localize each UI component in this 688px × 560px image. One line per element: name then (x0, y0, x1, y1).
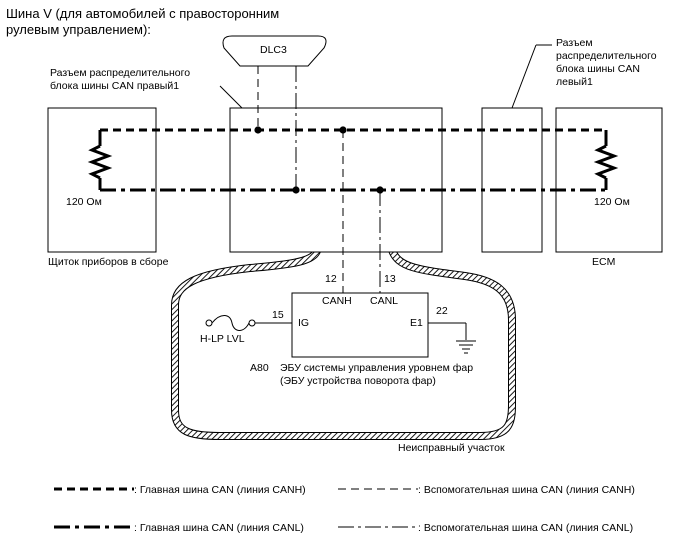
splice-point-ecu-canl (376, 186, 384, 194)
ground-icon (456, 340, 476, 354)
canl-pin-label: CANL (370, 295, 398, 307)
ecm-label: ECM (592, 256, 615, 268)
ecu-box (291, 292, 429, 358)
ecu-name-line1: ЭБУ системы управления уровнем фар (280, 362, 473, 374)
e1-pin-label: E1 (410, 317, 423, 329)
resistor-left-label: 120 Ом (66, 196, 102, 208)
splice-point-ecu-canh (339, 126, 347, 134)
legend-main-canl-label: : Главная шина CAN (линия CANL) (134, 522, 304, 534)
junction-connector-left-box (481, 107, 543, 253)
junction-left-label-3: блока шины CAN (556, 63, 640, 75)
ecm-box (555, 107, 663, 253)
pin-15-label: 15 (272, 309, 284, 321)
diagram-title-line1: Шина V (для автомобилей с правосторонним (6, 6, 279, 21)
junction-left-label-2: распределительного (556, 50, 657, 62)
ig-pin-label: IG (298, 317, 309, 329)
meter-label: Щиток приборов в сборе (48, 256, 169, 268)
faulty-area-label: Неисправный участок (398, 442, 505, 454)
junction-connector-right-box (229, 107, 443, 253)
a80-label: A80 (250, 362, 269, 374)
canh-pin-label: CANH (322, 295, 352, 307)
fuse-symbol (205, 315, 256, 331)
hlp-lvl-label: H-LP LVL (200, 333, 245, 345)
junction-left-label-4: левый1 (556, 76, 593, 88)
legend: : Главная шина CAN (линия CANH) : Вспомо… (54, 484, 635, 534)
junction-left-label-1: Разъем (556, 37, 593, 49)
resistor-right (593, 130, 619, 190)
meter-box (47, 107, 157, 253)
splice-point-dlc3-canl (292, 186, 300, 194)
pin-12-label: 12 (325, 273, 337, 285)
junction-right-label-2: блока шины CAN правый1 (50, 80, 179, 92)
pin-22-label: 22 (436, 305, 448, 317)
junction-left-leader (511, 44, 537, 109)
ecu-name-line2: (ЭБУ устройства поворота фар) (280, 375, 436, 387)
splice-point-dlc3-canh (254, 126, 262, 134)
junction-right-leader (219, 85, 243, 109)
legend-branch-canh-label: : Вспомогательная шина CAN (линия CANH) (418, 484, 635, 496)
diagram-title-line2: рулевым управлением): (6, 22, 151, 37)
dlc3-connector (222, 35, 327, 67)
legend-branch-canl-label: : Вспомогательная шина CAN (линия CANL) (418, 522, 633, 534)
pin-13-label: 13 (384, 273, 396, 285)
resistor-left (87, 130, 113, 190)
resistor-right-label: 120 Ом (594, 196, 630, 208)
legend-main-canh-label: : Главная шина CAN (линия CANH) (134, 484, 306, 496)
dlc3-label: DLC3 (260, 44, 287, 56)
junction-right-label-1: Разъем распределительного (50, 67, 190, 79)
